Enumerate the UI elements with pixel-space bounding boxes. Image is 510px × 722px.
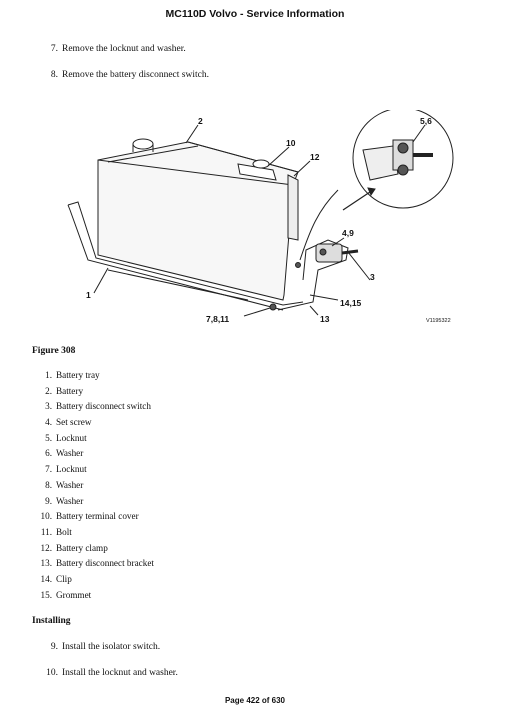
- callout-3: 3: [370, 272, 375, 282]
- battery-top-edge: [97, 159, 294, 186]
- item-label: Battery disconnect switch: [56, 401, 151, 412]
- list-item: 2. Battery: [38, 384, 154, 400]
- callout-1: 1: [86, 290, 91, 300]
- callout-10: 10: [286, 138, 296, 148]
- removal-step-7: 7. Remove the locknut and washer.: [46, 44, 186, 54]
- item-number: 13.: [40, 558, 52, 569]
- item-number: 11.: [40, 526, 52, 537]
- step-text: Remove the battery disconnect switch.: [62, 70, 209, 80]
- figure-caption: Figure 308: [32, 346, 76, 356]
- item-label: Battery terminal cover: [56, 511, 139, 522]
- callout-2: 2: [198, 116, 203, 126]
- battery-terminal-post: [132, 138, 154, 150]
- item-number: 7.: [45, 464, 52, 475]
- item-label: Clip: [56, 573, 72, 584]
- item-number: 15.: [40, 589, 52, 600]
- item-label: Locknut: [56, 432, 87, 443]
- parts-list: 1. Battery tray 2. Battery 3. Battery disco…: [38, 368, 154, 603]
- item-label: Grommet: [56, 589, 92, 600]
- step-text: Install the locknut and washer.: [62, 668, 178, 678]
- diagram-illustration: 2 10 12 5,6 4,9 3 1 14,15 7,8,11 13 V119…: [67, 110, 454, 324]
- detail-arrow: [342, 189, 374, 211]
- install-step-9: 9. Install the isolator switch.: [46, 642, 160, 652]
- list-item: 12. Battery clamp: [38, 541, 154, 557]
- item-number: 9.: [45, 495, 52, 506]
- callout-5-6: 5,6: [420, 116, 432, 126]
- step-text: Remove the locknut and washer.: [62, 44, 186, 54]
- item-label: Bolt: [56, 526, 72, 537]
- bolt: [269, 303, 277, 311]
- item-number: 1.: [45, 370, 52, 380]
- disconnect-bracket: [277, 239, 349, 311]
- section-title-installing: Installing: [32, 616, 71, 626]
- item-number: 4.: [45, 417, 52, 428]
- list-item: 3. Battery disconnect switch: [38, 399, 154, 415]
- item-number: 6.: [45, 448, 52, 459]
- step-number: 8.: [50, 70, 58, 80]
- battery-clamp: [287, 174, 299, 241]
- step-number: 7.: [50, 44, 58, 54]
- list-item: 14. Clip: [38, 572, 154, 588]
- item-label: Washer: [56, 479, 84, 490]
- battery-tray: [67, 201, 304, 306]
- list-item: 15. Grommet: [38, 588, 154, 604]
- callout-14-15: 14,15: [340, 298, 362, 308]
- callout-4-9: 4,9: [342, 228, 354, 238]
- item-label: Battery disconnect bracket: [56, 558, 154, 569]
- step-text: Install the isolator switch.: [62, 642, 161, 652]
- removal-step-8: 8. Remove the battery disconnect switch.: [46, 70, 209, 80]
- item-label: Washer: [56, 448, 84, 459]
- item-number: 5.: [45, 432, 52, 443]
- item-number: 8.: [45, 479, 52, 490]
- battery-disconnect-diagram: 2 10 12 5,6 4,9 3 1 14,15 7,8,11 13 V119…: [48, 110, 468, 328]
- callout-7-8-11: 7,8,11: [206, 314, 229, 324]
- install-step-10: 10. Install the locknut and washer.: [40, 668, 178, 678]
- list-item: 4. Set screw: [38, 415, 154, 431]
- list-item: 6. Washer: [38, 446, 154, 462]
- callout-12: 12: [310, 152, 320, 162]
- list-item: 8. Washer: [38, 478, 154, 494]
- step-number: 9.: [50, 642, 58, 652]
- list-item: 13. Battery disconnect bracket: [38, 556, 154, 572]
- callout-13: 13: [320, 314, 330, 324]
- item-label: Locknut: [56, 464, 87, 475]
- item-label: Battery: [56, 385, 84, 396]
- list-item: 10. Battery terminal cover: [38, 509, 154, 525]
- list-item: 9. Washer: [38, 494, 154, 510]
- item-number: 2.: [45, 385, 52, 396]
- list-item: 1. Battery tray: [38, 368, 154, 384]
- list-item: 7. Locknut: [38, 462, 154, 478]
- page-header-title: MC110D Volvo - Service Information: [165, 8, 345, 20]
- page-footer: Page 422 of 630: [224, 696, 286, 705]
- list-item: 11. Bolt: [38, 525, 154, 541]
- item-label: Washer: [56, 495, 84, 506]
- step-number: 10.: [46, 668, 58, 678]
- item-number: 12.: [40, 542, 52, 553]
- item-label: Battery tray: [56, 370, 100, 380]
- item-number: 3.: [45, 401, 52, 412]
- item-number: 10.: [40, 511, 52, 522]
- item-label: Set screw: [56, 417, 92, 428]
- image-code: V1195322: [426, 318, 451, 324]
- list-item: 5. Locknut: [38, 431, 154, 447]
- item-number: 14.: [40, 573, 52, 584]
- item-label: Battery clamp: [56, 542, 108, 553]
